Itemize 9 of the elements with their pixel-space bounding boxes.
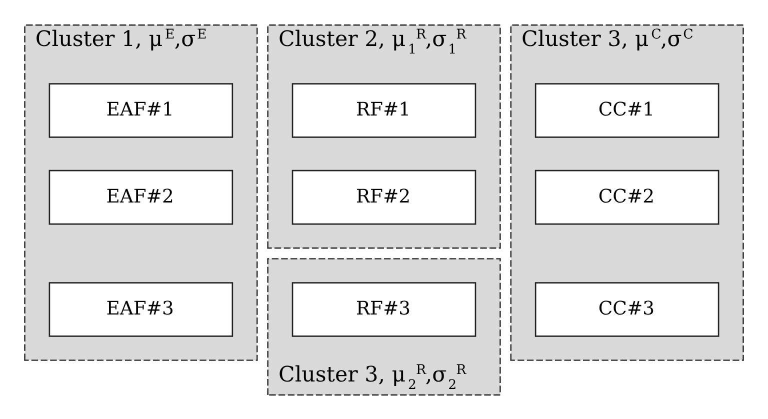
- node-box: RF#2: [292, 169, 476, 224]
- node-box: RF#3: [292, 282, 476, 336]
- node-box: CC#3: [534, 282, 720, 336]
- node-box: CC#1: [534, 82, 720, 138]
- node-box: EAF#1: [48, 82, 234, 138]
- node-box: CC#2: [534, 169, 720, 224]
- node-box: EAF#3: [48, 282, 234, 336]
- node-box: RF#1: [292, 82, 476, 138]
- node-box: EAF#2: [48, 169, 234, 224]
